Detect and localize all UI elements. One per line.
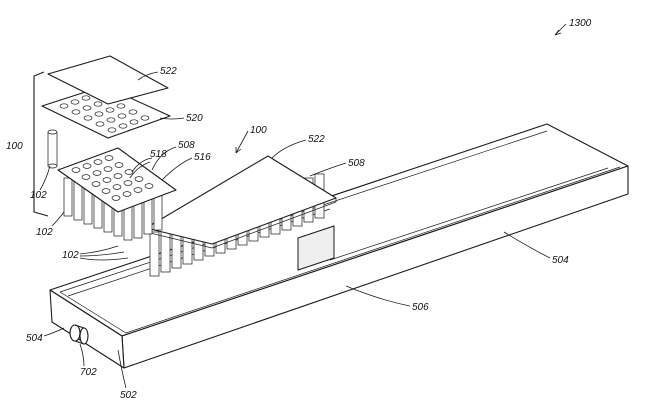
leader-102-c [79,245,129,261]
port-702 [69,324,89,345]
leader-506 [345,285,411,307]
plate-520 [41,85,171,139]
single-cell-102 [47,129,58,169]
label-508-mid: 508 [348,158,365,169]
leader-102-a [39,165,51,191]
leader-508-mid [309,162,347,177]
installed-module-100 [145,155,337,277]
exploded-module [41,55,177,241]
arrow-100-top [235,147,242,154]
label-100-left: 100 [6,141,23,152]
reference-numerals: 1300 522 520 100 100 522 508 518 516 508… [6,18,592,401]
leader-516 [161,157,193,181]
leader-102-b [51,211,65,227]
leader-508-left [151,146,177,171]
label-518: 518 [150,149,167,160]
tray-inner-rim [59,130,621,334]
leader-522-mid [271,139,307,159]
bracket-100 [33,71,49,217]
leader-522-top [137,71,159,81]
leader-lines [39,23,567,389]
leader-702 [79,343,85,367]
leader-100-top [235,130,249,154]
leader-502 [117,349,127,389]
label-504-left: 504 [26,333,43,344]
label-522-top: 522 [160,66,177,77]
label-102-c: 102 [62,250,79,261]
leader-504-left [43,327,65,337]
leader-504-right [503,231,551,259]
label-100-top: 100 [250,125,267,136]
label-520: 520 [186,113,203,124]
arrow-1300 [554,29,562,36]
label-516: 516 [194,152,211,163]
module-side-shade [297,225,335,271]
leader-518 [129,157,153,179]
label-1300: 1300 [569,18,592,29]
tray-end-face [49,289,125,369]
port-opening [79,327,89,345]
label-502: 502 [120,390,137,401]
leader-520 [159,117,185,120]
carrier-holes [71,155,154,201]
exploded-cells [63,177,163,241]
label-506: 506 [412,302,429,313]
label-522-mid: 522 [308,134,325,145]
port-ring [69,324,81,342]
label-508-left: 508 [178,140,195,151]
tray-502 [49,123,629,369]
top-sheet-522 [47,55,169,105]
label-504-right: 504 [552,255,569,266]
label-102-b: 102 [36,227,53,238]
label-702: 702 [80,367,97,378]
label-102-a: 102 [30,190,47,201]
